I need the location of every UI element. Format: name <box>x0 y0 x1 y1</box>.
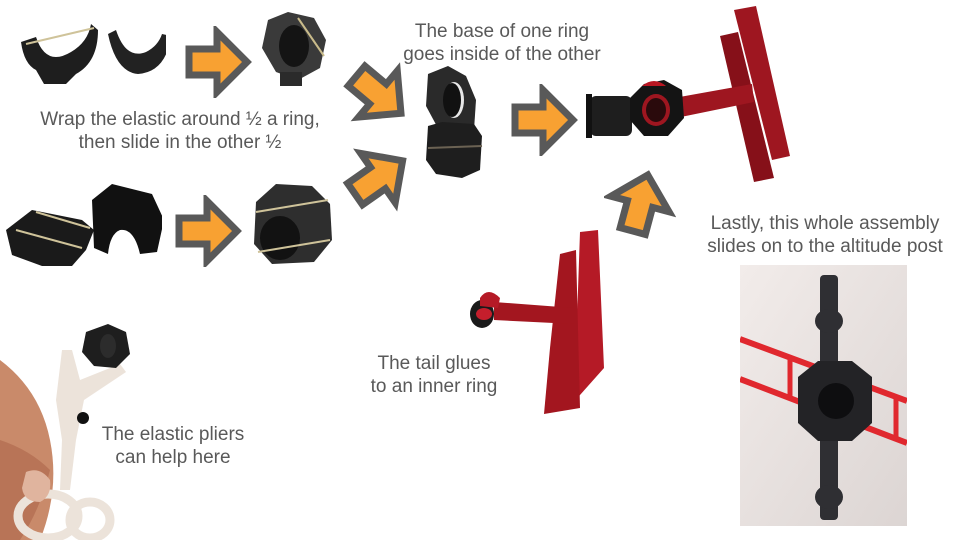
ring-assembled-top-image <box>258 10 330 90</box>
arrow-right-icon <box>508 84 578 156</box>
arrow-down-right-icon <box>342 58 414 130</box>
arrow-right-icon <box>182 26 252 98</box>
plane-tail-image <box>464 228 634 418</box>
ring-halves-top-image <box>16 12 166 87</box>
caption-tail-glues: The tail glues to an inner ring <box>370 353 498 397</box>
arrow-up-right-icon <box>342 142 414 214</box>
rings-stacked-image <box>422 66 488 178</box>
pliers-photo <box>0 320 140 540</box>
altitude-post-photo <box>740 265 907 526</box>
arrow-right-icon <box>172 195 242 267</box>
caption-base-inside: The base of one ring goes inside of the … <box>403 21 601 65</box>
ring-halves-bottom-image <box>2 170 162 270</box>
ring-assembled-bottom-image <box>248 178 336 268</box>
caption-wrap-elastic: Wrap the elastic around ½ a ring, then s… <box>40 109 320 153</box>
plane-assembly-image <box>584 6 814 186</box>
caption-pliers: The elastic pliers can help here <box>101 424 245 468</box>
caption-lastly: Lastly, this whole assembly slides on to… <box>707 213 943 257</box>
